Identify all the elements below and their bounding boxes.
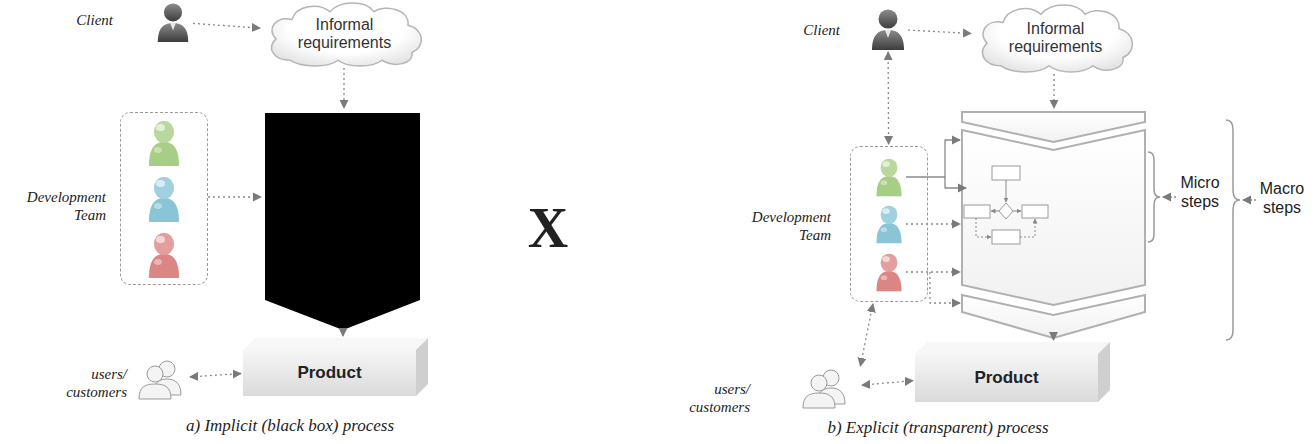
micro-decision: [999, 203, 1013, 219]
flow-arrow: [1053, 74, 1054, 108]
macro-brace: [1226, 120, 1240, 340]
flow-arrow: [342, 330, 343, 336]
text-holder: Product: [243, 350, 416, 396]
users-shape: [797, 368, 860, 408]
user-body: [139, 384, 171, 399]
micro-link: [1006, 180, 1007, 202]
box-top: [243, 338, 428, 350]
client-icon: Client: [870, 8, 906, 50]
brace-pointer: [1243, 199, 1256, 200]
dotted-arrow: [862, 381, 913, 385]
role-label: Client: [33, 11, 113, 29]
text-holder: users/ customers: [55, 365, 127, 401]
role-label: users/ customers: [678, 380, 750, 416]
text-holder: Development Team: [6, 188, 106, 224]
requirements-cloud: Informal requirements: [973, 2, 1138, 74]
panel-caption: a) Implicit (black box) process: [130, 416, 450, 436]
dotted-arrow: [908, 30, 971, 33]
versus-mark: X: [508, 200, 588, 256]
person-shape: [870, 8, 906, 50]
team-member-green: [149, 121, 179, 166]
product-box: Product: [915, 342, 1110, 402]
team-member-blue: [149, 177, 179, 222]
requirements-cloud: Informal requirements: [262, 0, 427, 68]
person-collar: [885, 30, 891, 38]
flow-arrow: [1053, 338, 1054, 340]
person-body: [872, 30, 904, 50]
dotted-arrow: [190, 373, 241, 376]
text-holder: Client: [760, 21, 840, 39]
micro-link: [991, 211, 999, 212]
box-front: [243, 350, 416, 396]
brace-pointer: [1163, 196, 1176, 197]
text-holder: Informal requirements: [973, 2, 1138, 74]
product-label: Product: [297, 363, 361, 383]
flow-arrow: [343, 68, 344, 108]
person-head: [164, 3, 182, 21]
macro-step-band: [962, 130, 1145, 305]
user-body: [803, 393, 835, 408]
panel-caption: b) Explicit (transparent) process: [768, 418, 1108, 438]
team-member-blue: [877, 206, 902, 244]
team-member-green: [877, 159, 902, 197]
black-box-process: [265, 113, 420, 330]
team-link: [906, 223, 960, 224]
product-box: Product: [243, 338, 428, 396]
users-icon: users/ customers: [797, 368, 860, 408]
users-icon: users/ customers: [133, 358, 188, 400]
person-body: [158, 23, 188, 42]
client-icon: Client: [155, 2, 191, 42]
role-label: Development Team: [6, 188, 106, 224]
user-head: [811, 375, 827, 391]
box-side: [1098, 342, 1110, 402]
cloud-label: Informal requirements: [285, 16, 405, 53]
text-holder: Development Team: [731, 208, 831, 244]
team-member-red: [149, 233, 179, 278]
flow-arrow: [208, 196, 261, 197]
dotted-arrow: [887, 52, 889, 144]
user-head: [147, 366, 163, 382]
team-link: [930, 272, 960, 303]
micro-step-box: [964, 205, 990, 218]
role-label: Client: [760, 21, 840, 39]
person-collar: [170, 23, 176, 31]
users-shape: [133, 358, 188, 400]
person-head: [879, 10, 898, 29]
micro-step-box: [1022, 205, 1048, 218]
role-label: Development Team: [731, 208, 831, 244]
dotted-arrow: [193, 23, 260, 28]
team-link: [945, 177, 966, 188]
box-side: [416, 338, 428, 396]
text-holder: Client: [33, 11, 113, 29]
team-member-red: [877, 254, 902, 291]
role-label: users/ customers: [55, 365, 127, 401]
micro-link: [1020, 219, 1035, 237]
macro-step-band: [962, 295, 1145, 338]
cloud-outline: [272, 3, 422, 66]
cloud-label: Informal requirements: [996, 20, 1116, 57]
micro-step-box: [992, 230, 1020, 244]
micro-step-box: [992, 166, 1020, 180]
dotted-arrow: [860, 304, 873, 366]
text-holder: users/ customers: [678, 380, 750, 416]
step-label: Micro steps: [1174, 173, 1226, 211]
micro-link: [1013, 211, 1021, 212]
step-label: Macro steps: [1254, 179, 1310, 217]
team-link: [906, 271, 960, 272]
text-holder: Informal requirements: [262, 0, 427, 68]
person-shape: [155, 2, 191, 42]
micro-link: [976, 218, 991, 237]
product-label: Product: [974, 368, 1038, 388]
team-group: Development Team: [120, 112, 208, 285]
box-top: [915, 342, 1110, 354]
cloud-outline: [983, 5, 1133, 72]
box-front: [915, 354, 1098, 402]
text-holder: Product: [915, 354, 1098, 402]
team-group: Development Team: [850, 146, 928, 302]
micro-brace: [1148, 152, 1160, 242]
